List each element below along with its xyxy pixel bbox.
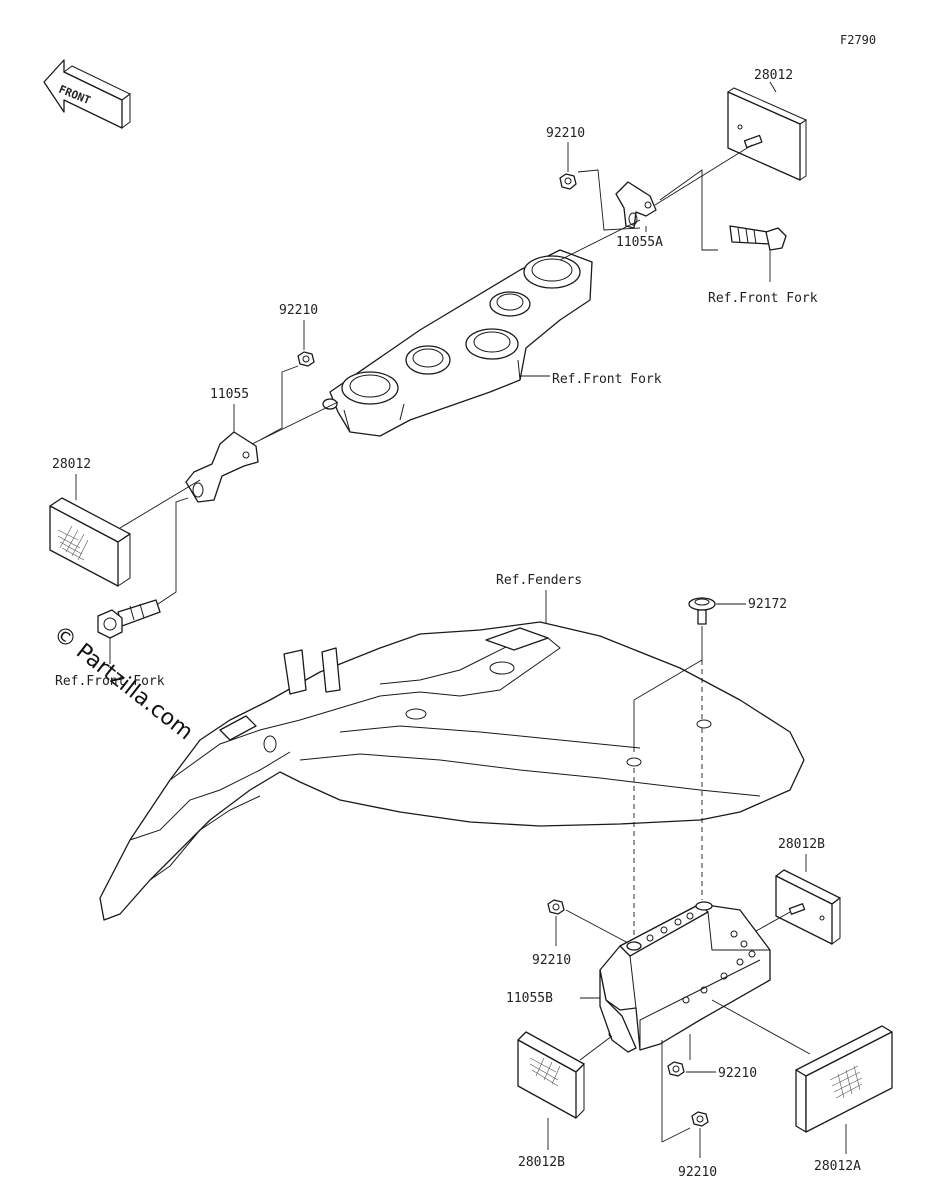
nut-front-right	[559, 173, 577, 190]
reflector-front-left	[49, 497, 131, 587]
label-ref-front-fork-bolt-left: Ref.Front Fork	[55, 674, 165, 689]
label-bracket-front-left: 11055	[210, 387, 249, 402]
label-nut-front-left: 92210	[279, 303, 318, 318]
reflector-rear-left-side	[517, 1031, 585, 1120]
reflector-rear-main	[795, 1025, 893, 1133]
label-screw-rear: 92172	[748, 597, 787, 612]
front-arrow-icon: FRONT	[43, 59, 131, 129]
label-reflector-rear-right-side: 28012B	[778, 837, 825, 852]
reflector-front-right	[726, 87, 808, 181]
bracket-front-right	[615, 181, 657, 229]
screw-rear	[688, 597, 716, 625]
label-reflector-rear-left-side: 28012B	[518, 1155, 565, 1170]
nut-rear-upper	[547, 899, 565, 915]
label-ref-front-fork-clamp: Ref.Front Fork	[552, 372, 662, 387]
label-reflector-front-right: 28012	[754, 68, 793, 83]
bracket-rear	[599, 901, 771, 1053]
rear-fender	[99, 621, 805, 921]
nut-rear-lower	[691, 1111, 709, 1127]
bracket-front-left	[185, 431, 259, 503]
label-nut-rear-middle: 92210	[718, 1066, 757, 1081]
label-ref-fenders: Ref.Fenders	[496, 573, 582, 588]
label-nut-rear-lower: 92210	[678, 1165, 717, 1180]
label-reflector-rear-main: 28012A	[814, 1159, 861, 1174]
label-bracket-front-right: 11055A	[616, 235, 663, 250]
nut-rear-middle	[667, 1061, 685, 1077]
label-ref-front-fork-bolt-right: Ref.Front Fork	[708, 291, 818, 306]
label-nut-rear-upper: 92210	[532, 953, 571, 968]
reflector-rear-right-side	[775, 869, 841, 945]
label-reflector-front-left: 28012	[52, 457, 91, 472]
diagram-code: F2790	[840, 33, 876, 47]
bolt-front-left	[97, 599, 161, 639]
label-nut-front-right: 92210	[546, 126, 585, 141]
nut-front-left	[297, 351, 315, 367]
label-bracket-rear: 11055B	[506, 991, 553, 1006]
triple-clamp	[322, 249, 593, 437]
bolt-front-right	[729, 225, 787, 251]
